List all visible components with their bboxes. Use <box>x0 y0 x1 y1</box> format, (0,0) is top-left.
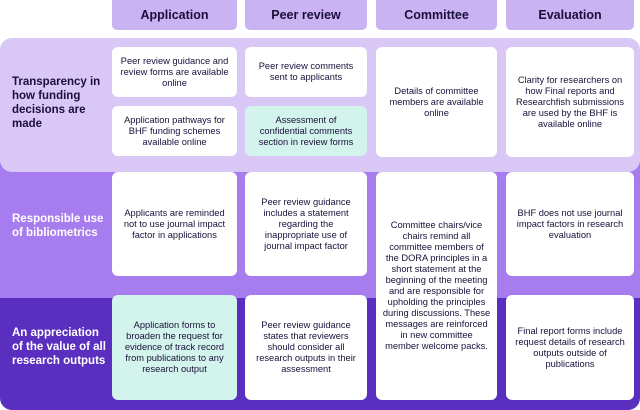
card-transparency-peer-review-1: Peer review comments sent to applicants <box>245 47 367 97</box>
card-transparency-committee: Details of committee members are availab… <box>376 47 497 157</box>
card-transparency-evaluation: Clarity for researchers on how Final rep… <box>506 47 634 157</box>
card-transparency-application-2: Application pathways for BHF funding sch… <box>112 106 237 156</box>
card-outputs-peer-review: Peer review guidance states that reviewe… <box>245 295 367 400</box>
card-bibliometrics-peer-review: Peer review guidance includes a statemen… <box>245 172 367 276</box>
card-outputs-evaluation: Final report forms include request detai… <box>506 295 634 400</box>
card-bibliometrics-application: Applicants are reminded not to use journ… <box>112 172 237 276</box>
card-transparency-application-1: Peer review guidance and review forms ar… <box>112 47 237 97</box>
column-header-evaluation: Evaluation <box>506 0 634 30</box>
row-label-transparency: Transparency in how funding decisions ar… <box>12 76 101 130</box>
card-outputs-application: Application forms to broaden the request… <box>112 295 237 400</box>
card-bibliometrics-evaluation: BHF does not use journal impact factors … <box>506 172 634 276</box>
column-header-application: Application <box>112 0 237 30</box>
row-label-bibliometrics: Responsible use of bibliometrics <box>12 213 104 239</box>
row-label-research-outputs: An appreciation of the value of all rese… <box>12 327 106 367</box>
column-header-peer-review: Peer review <box>245 0 367 30</box>
card-transparency-peer-review-2: Assessment of confidential comments sect… <box>245 106 367 156</box>
card-committee-dora-principles: Committee chairs/vice chairs remind all … <box>376 172 497 400</box>
column-header-committee: Committee <box>376 0 497 30</box>
